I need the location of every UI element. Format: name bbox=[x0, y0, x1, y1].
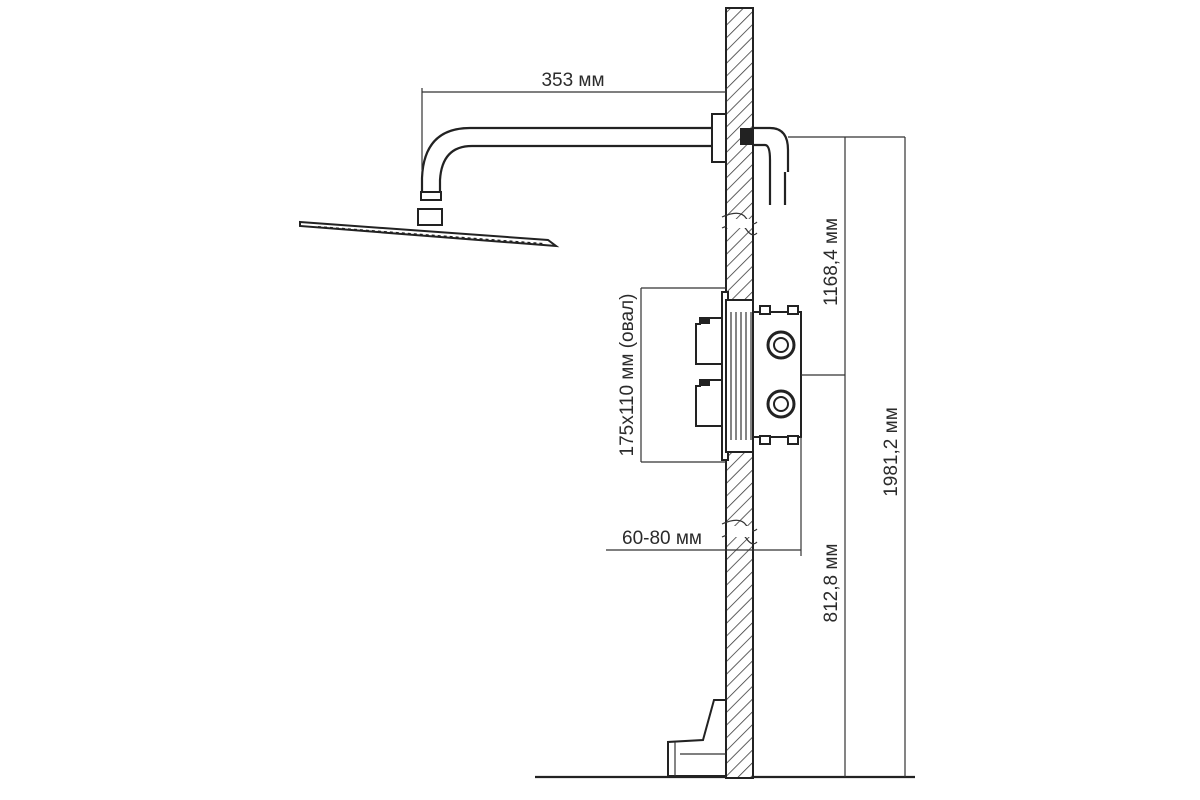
head-to-valve-label: 1168,4 мм bbox=[821, 218, 842, 306]
dimension-total-height: 1981,2 мм bbox=[881, 137, 906, 777]
dimension-valve-size: 175x110 мм (овал) bbox=[617, 287, 726, 463]
valve-size-label: 175x110 мм (овал) bbox=[617, 294, 638, 457]
wall-depth-label: 60-80 мм bbox=[622, 528, 702, 549]
dimension-valve-height: 812,8 мм bbox=[821, 544, 842, 623]
shower-arm bbox=[420, 113, 727, 201]
shower-head bbox=[299, 208, 560, 248]
dimension-arm-reach: 353 мм bbox=[421, 70, 727, 170]
valve-height-label: 812,8 мм bbox=[821, 544, 842, 623]
dimension-head-to-valve: 1168,4 мм bbox=[821, 137, 846, 777]
total-height-label: 1981,2 мм bbox=[881, 407, 902, 497]
supply-elbow bbox=[740, 126, 790, 205]
mixer-body bbox=[695, 291, 802, 461]
arm-reach-label: 353 мм bbox=[541, 70, 604, 91]
dimension-wall-depth: 60-80 мм bbox=[606, 437, 802, 556]
bath-spout bbox=[667, 699, 727, 777]
